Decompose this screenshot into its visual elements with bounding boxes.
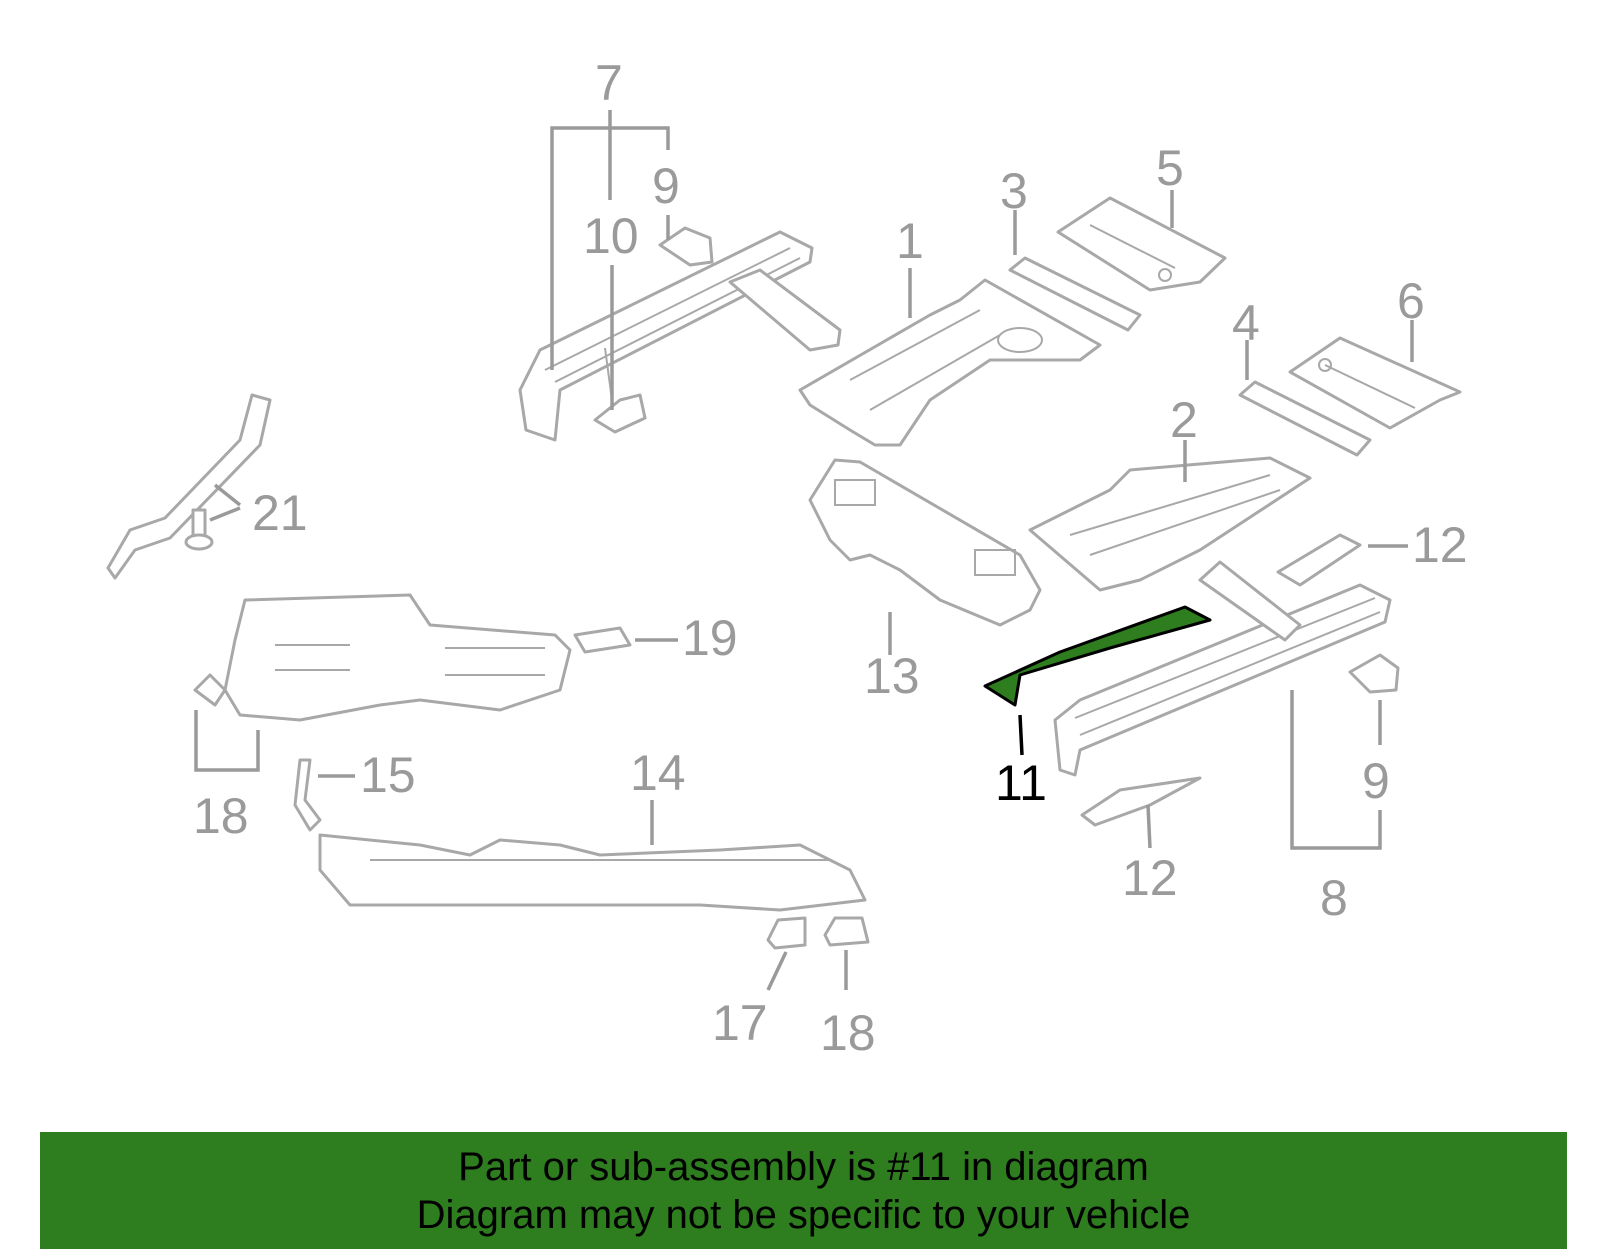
- part-4-crossmember: [1238, 380, 1372, 457]
- part-9-bracket-top: [658, 226, 714, 267]
- callout-5: 5: [1156, 140, 1184, 196]
- callout-10: 10: [583, 208, 639, 264]
- callout-9-right: 9: [1362, 753, 1390, 809]
- leader-11: [1018, 714, 1024, 756]
- part-14-crossmember: [808, 458, 1042, 627]
- part-19-shield: [193, 593, 572, 722]
- part-12-bracket: [1080, 776, 1202, 827]
- part-11-highlighted: [983, 605, 1212, 707]
- part-5-panel: [1056, 196, 1227, 292]
- callout-2: 2: [1170, 392, 1198, 448]
- callout-13: 12: [1412, 517, 1468, 573]
- part-3-crossmember: [1008, 256, 1142, 332]
- part-8-rocker: [1053, 560, 1392, 777]
- part-21-bolt: [184, 508, 214, 551]
- callout-8: 8: [1320, 870, 1348, 926]
- callout-9-top: 9: [652, 158, 680, 214]
- callout-labels: 7 9 10 1 3 5 4 6 2 12 13 19 21 18 15 14 …: [193, 55, 1468, 1061]
- callout-4: 4: [1232, 295, 1260, 351]
- callout-19: 18: [193, 788, 249, 844]
- footer-banner: Part or sub-assembly is #11 in diagram D…: [40, 1132, 1567, 1249]
- part-6-panel: [1288, 336, 1462, 430]
- part-13-bracket: [1276, 533, 1362, 587]
- leader-lines: [194, 110, 1414, 991]
- part-17-clip: [766, 916, 807, 950]
- part-15-shield: [318, 833, 867, 912]
- callout-14: 13: [864, 648, 920, 704]
- part-16-bracket: [293, 758, 322, 832]
- part-9-bracket-right: [1348, 653, 1400, 694]
- callout-1: 1: [896, 213, 924, 269]
- callout-3: 3: [1000, 163, 1028, 219]
- callout-17: 17: [712, 995, 768, 1051]
- footer-line-2: Diagram may not be specific to your vehi…: [416, 1193, 1191, 1237]
- part-1-floor-pan: [798, 278, 1102, 447]
- part-10-bracket: [593, 393, 647, 434]
- callout-12: 12: [1122, 850, 1178, 906]
- footer-line-1: Part or sub-assembly is #11 in diagram: [458, 1145, 1149, 1189]
- part-18-clip: [823, 916, 870, 947]
- part-21-brace: [106, 393, 272, 580]
- part-20-clip: [573, 626, 632, 654]
- callout-20: 19: [682, 610, 738, 666]
- callout-15: 14: [630, 745, 686, 801]
- callout-11: 11: [995, 755, 1047, 811]
- callout-21: 21: [252, 485, 308, 541]
- callout-7: 7: [595, 55, 623, 111]
- part-7-rail: [518, 230, 842, 442]
- callout-16: 15: [360, 747, 416, 803]
- callout-6: 6: [1397, 273, 1425, 329]
- callout-18: 18: [820, 1005, 876, 1061]
- part-2-floor-pan: [1028, 456, 1312, 592]
